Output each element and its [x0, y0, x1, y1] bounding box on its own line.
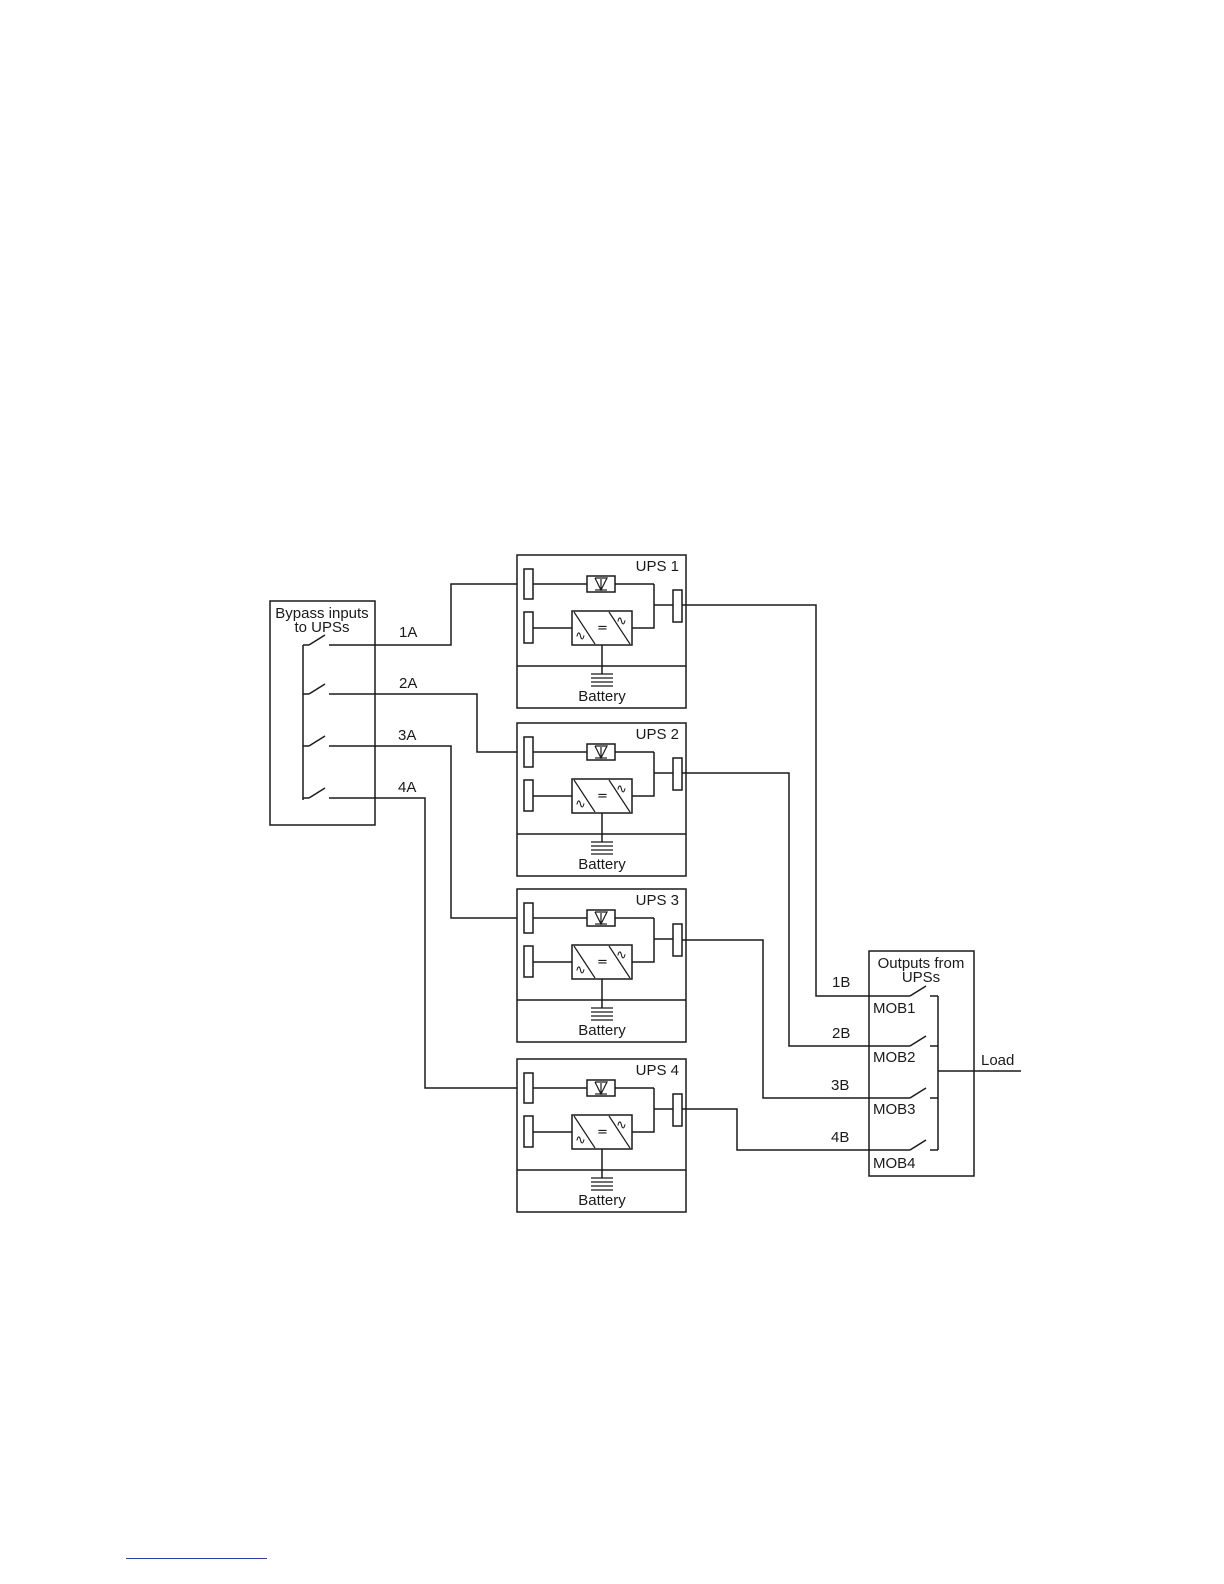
ups-name: UPS 2 [636, 726, 679, 743]
dc-link-icon: = [597, 1125, 608, 1140]
bypass-panel: Bypass inputs to UPSs [270, 601, 375, 825]
bypass-line-label: 2A [399, 675, 417, 692]
output-line-label: 4B [831, 1129, 849, 1146]
ups-name: UPS 1 [636, 558, 679, 575]
ups-unit-3: ∿ = ∿ [517, 889, 686, 1042]
ups-unit-4: ∿ = ∿ [517, 1059, 686, 1212]
bypass-terminal [524, 1073, 533, 1103]
bypass-terminal [524, 737, 533, 767]
feeder-wire-1a [375, 584, 524, 645]
output-wire-3b [682, 940, 869, 1098]
dc-link-icon: = [597, 955, 608, 970]
ac-input-icon: ∿ [575, 963, 586, 978]
dc-link-icon: = [597, 621, 608, 636]
bypass-terminal [524, 569, 533, 599]
bypass-terminal [524, 903, 533, 933]
ups-battery-label: Battery [578, 688, 626, 705]
breaker-label-mob3: MOB3 [873, 1101, 916, 1118]
feeder-wire-4a [375, 798, 524, 1088]
ac-output-icon: ∿ [616, 948, 627, 963]
output-wires [682, 605, 869, 1150]
ups-battery-label: Battery [578, 1192, 626, 1209]
bypass-feeder-wires [375, 584, 524, 1088]
ups-unit-1: ∿ = ∿ [517, 555, 686, 708]
rectifier-terminal [524, 780, 533, 811]
breaker-label-mob1: MOB1 [873, 1000, 916, 1017]
breaker-label-mob2: MOB2 [873, 1049, 916, 1066]
bypass-line-label: 4A [398, 779, 416, 796]
ac-input-icon: ∿ [575, 797, 586, 812]
ac-input-icon: ∿ [575, 1133, 586, 1148]
ac-input-icon: ∿ [575, 629, 586, 644]
ups-battery-label: Battery [578, 856, 626, 873]
load-label: Load [981, 1052, 1014, 1069]
output-terminal [673, 758, 682, 790]
bypass-panel-title-line2: to UPSs [294, 619, 349, 636]
output-panel-title-line2: UPSs [902, 969, 940, 986]
breaker-label-mob4: MOB4 [873, 1155, 916, 1172]
ups-unit-2: ∿ = ∿ [517, 723, 686, 876]
output-terminal [673, 1094, 682, 1126]
bypass-line-labels: 1A 2A 3A 4A [398, 624, 417, 796]
feeder-wire-3a [375, 746, 524, 918]
bypass-line-label: 1A [399, 624, 417, 641]
bypass-line-label: 3A [398, 727, 416, 744]
output-terminal [673, 924, 682, 956]
ups-units: ∿ = ∿ ∿ = ∿ ∿ = ∿ ∿ = ∿ [517, 555, 686, 1212]
ac-output-icon: ∿ [616, 1118, 627, 1133]
output-line-labels: 1B 2B 3B 4B [831, 974, 850, 1146]
output-line-label: 2B [832, 1025, 850, 1042]
rectifier-terminal [524, 946, 533, 977]
ups-battery-label: Battery [578, 1022, 626, 1039]
output-panel: Outputs from UPSs MOB1 MOB2 MOB3 MOB4 Lo… [869, 951, 1021, 1176]
rectifier-terminal [524, 1116, 533, 1147]
rectifier-terminal [524, 612, 533, 643]
output-line-label: 1B [832, 974, 850, 991]
output-wire-2b [682, 773, 869, 1046]
ups-name: UPS 4 [636, 1062, 679, 1079]
ac-output-icon: ∿ [616, 614, 627, 629]
footnote-rule [126, 1558, 267, 1559]
dc-link-icon: = [597, 789, 608, 804]
ac-output-icon: ∿ [616, 782, 627, 797]
output-wire-1b [682, 605, 869, 996]
ups-name: UPS 3 [636, 892, 679, 909]
output-line-label: 3B [831, 1077, 849, 1094]
output-terminal [673, 590, 682, 622]
